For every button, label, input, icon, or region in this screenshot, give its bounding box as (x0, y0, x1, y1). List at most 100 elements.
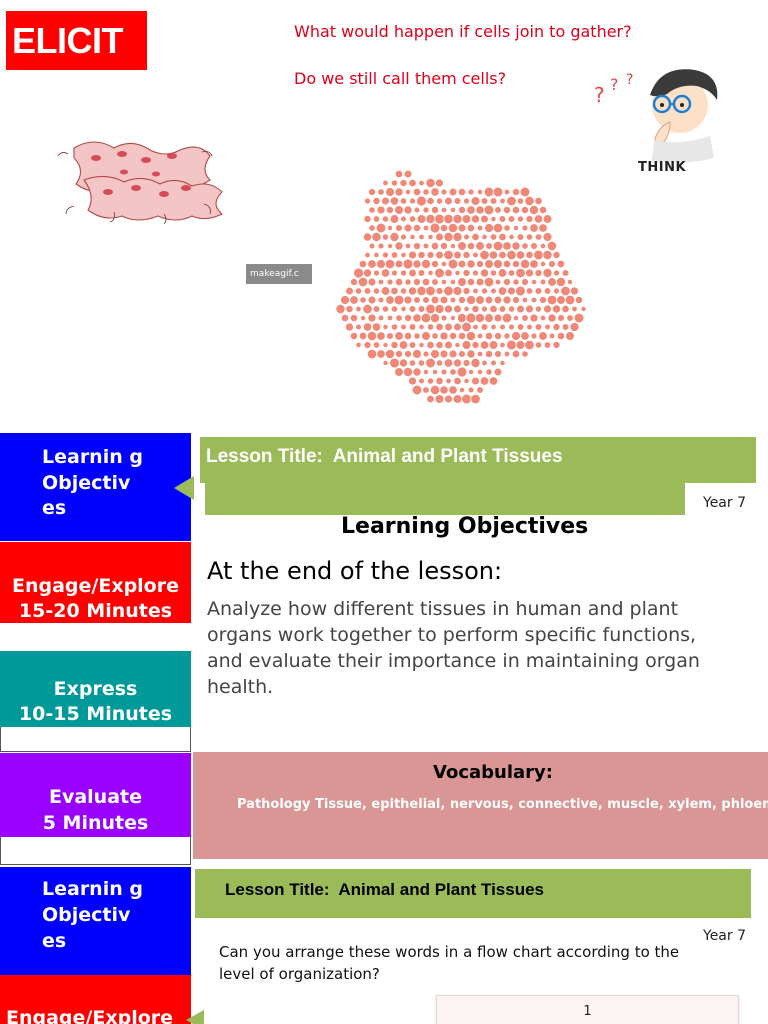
tissue-cell (400, 323, 407, 331)
tissue-cell (384, 348, 396, 360)
tissue-cell (448, 187, 458, 197)
tissue-cell (449, 278, 457, 286)
tissue-cell (373, 251, 380, 259)
tissue-cell (503, 278, 511, 286)
nav-express[interactable]: Express 10-15 Minutes (0, 651, 191, 727)
tissue-cell (521, 296, 529, 304)
tissue-cell (521, 242, 529, 250)
nav-learning-objectives-2[interactable] (0, 867, 191, 975)
tissue-cell (466, 349, 476, 359)
tissue-cell (425, 177, 436, 189)
tissue-cell (440, 206, 448, 214)
tissue-cell (533, 249, 544, 261)
tissue-cell (358, 259, 368, 269)
tissue-cell (345, 286, 354, 296)
tissue-cell (368, 206, 376, 214)
tissue-cell (440, 314, 448, 322)
tissue-cell (515, 340, 526, 350)
tissue-cell (548, 260, 556, 268)
tissue-cell (422, 206, 430, 214)
tissue-cell (382, 251, 389, 259)
tissue-cell (566, 278, 574, 286)
tissue-cell (475, 277, 485, 287)
tissue-cell (476, 368, 484, 376)
tissue-cell (412, 367, 422, 377)
tissue-cell (439, 295, 449, 305)
tissue-cell (471, 376, 480, 386)
tissue-cell (463, 305, 470, 313)
tissue-cell (457, 223, 467, 233)
vocabulary-title: Vocabulary: (433, 762, 553, 783)
tissue-cell (530, 242, 538, 250)
tissue-cell (359, 314, 367, 322)
tissue-cell (395, 350, 403, 358)
tissue-cell (355, 341, 362, 349)
tissue-cell (384, 258, 396, 270)
tissue-cell (476, 188, 484, 196)
tissue-cell (366, 348, 378, 360)
tissue-cell (434, 267, 445, 279)
tissue-cell (580, 305, 587, 313)
tissue-cell (479, 340, 490, 350)
tissue-cell (538, 331, 548, 341)
tissue-cell (525, 215, 534, 223)
flow-chart-box-1[interactable] (436, 995, 739, 1024)
tissue-cell (429, 222, 441, 234)
tissue-cell (498, 305, 507, 313)
nav-evaluate-duration: 5 Minutes (42, 812, 149, 834)
tissue-cell (463, 377, 470, 385)
tissue-cell (479, 249, 490, 261)
tissue-cell (539, 242, 547, 250)
tissue-cell (430, 295, 440, 305)
tissue-cell (466, 205, 476, 215)
tissue-cell (474, 312, 486, 324)
vocabulary-box (193, 752, 768, 859)
tissue-cell (452, 231, 463, 243)
tissue-cell (357, 276, 369, 288)
nav-pointer-arrow-2-icon (186, 1010, 204, 1024)
tissue-cell (490, 287, 497, 295)
tissue-cell (389, 196, 400, 206)
tissue-cell (470, 393, 481, 405)
tissue-cell (521, 350, 529, 358)
tissue-cell (425, 213, 436, 225)
tissue-cell (386, 206, 394, 214)
tissue-cell (524, 195, 535, 207)
svg-text:?: ? (610, 75, 619, 94)
tissue-cell (521, 224, 529, 232)
tissue-cell (508, 323, 515, 331)
tissue-cell (408, 250, 417, 260)
tissue-cell (552, 323, 561, 331)
tissue-cell (456, 366, 468, 378)
tissue-cell (544, 323, 551, 331)
tissue-cell (403, 295, 413, 305)
tissue-cell (461, 340, 472, 350)
nav-engage-label: Engage/Explore (11, 575, 179, 597)
tissue-cell (359, 296, 367, 304)
tissue-cell (502, 241, 512, 251)
tissue-cell (546, 294, 558, 306)
nav-learning-objectives[interactable] (0, 433, 191, 541)
tissue-cell (493, 331, 503, 341)
tissue-cell (479, 268, 490, 278)
tissue-cell (542, 249, 553, 261)
tissue-cell (399, 358, 408, 368)
tissue-cell (466, 277, 476, 287)
objective-text: Analyze how different tissues in human a… (207, 598, 700, 698)
tissue-cell (413, 296, 421, 304)
tissue-cell (508, 233, 515, 241)
tissue-cell (435, 376, 444, 386)
tissue-cell (458, 350, 466, 358)
tissue-cell (413, 206, 421, 214)
tissue-cell (409, 197, 416, 205)
tissue-cell (476, 386, 484, 394)
tissue-cell (553, 287, 560, 295)
nav-evaluate[interactable]: Evaluate 5 Minutes (0, 753, 191, 837)
tissue-cell (556, 259, 566, 269)
tissue-cell (381, 196, 390, 206)
tissue-cell (524, 339, 535, 351)
nav-engage-explore-2[interactable]: Engage/Explore (0, 975, 191, 1024)
tissue-cell (493, 367, 503, 377)
nav-engage-explore[interactable]: Engage/Explore 15-20 Minutes (0, 542, 191, 623)
tissue-cell (445, 377, 452, 385)
